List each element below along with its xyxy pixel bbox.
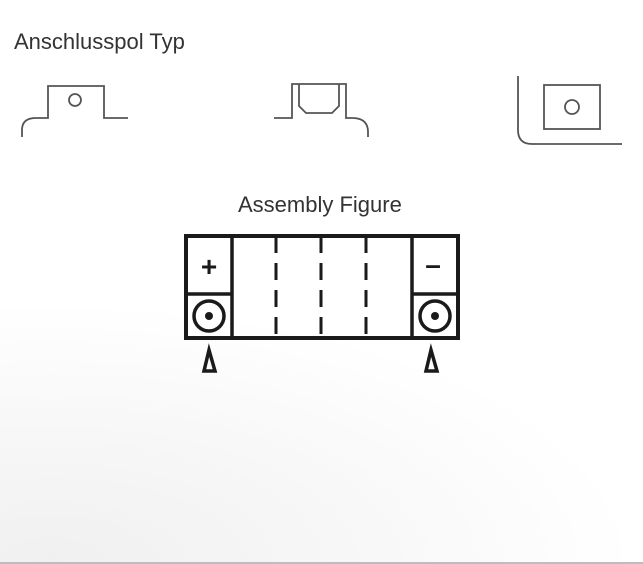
positive-marker-triangle — [201, 343, 218, 373]
terminal-type-1-icon — [21, 85, 128, 137]
bottom-divider — [0, 562, 643, 564]
positive-symbol: + — [201, 251, 217, 282]
negative-terminal-bolt — [418, 299, 452, 333]
terminal-type-3-icon — [517, 76, 622, 145]
negative-symbol: – — [425, 249, 441, 280]
terminal-type-title: Anschlusspol Typ — [14, 29, 185, 54]
terminal-type-2-icon — [274, 83, 369, 137]
assembly-figure-title: Assembly Figure — [238, 192, 402, 217]
battery-assembly-diagram: + – — [184, 234, 460, 373]
positive-terminal-bolt — [192, 299, 226, 333]
negative-marker-triangle — [423, 343, 440, 373]
